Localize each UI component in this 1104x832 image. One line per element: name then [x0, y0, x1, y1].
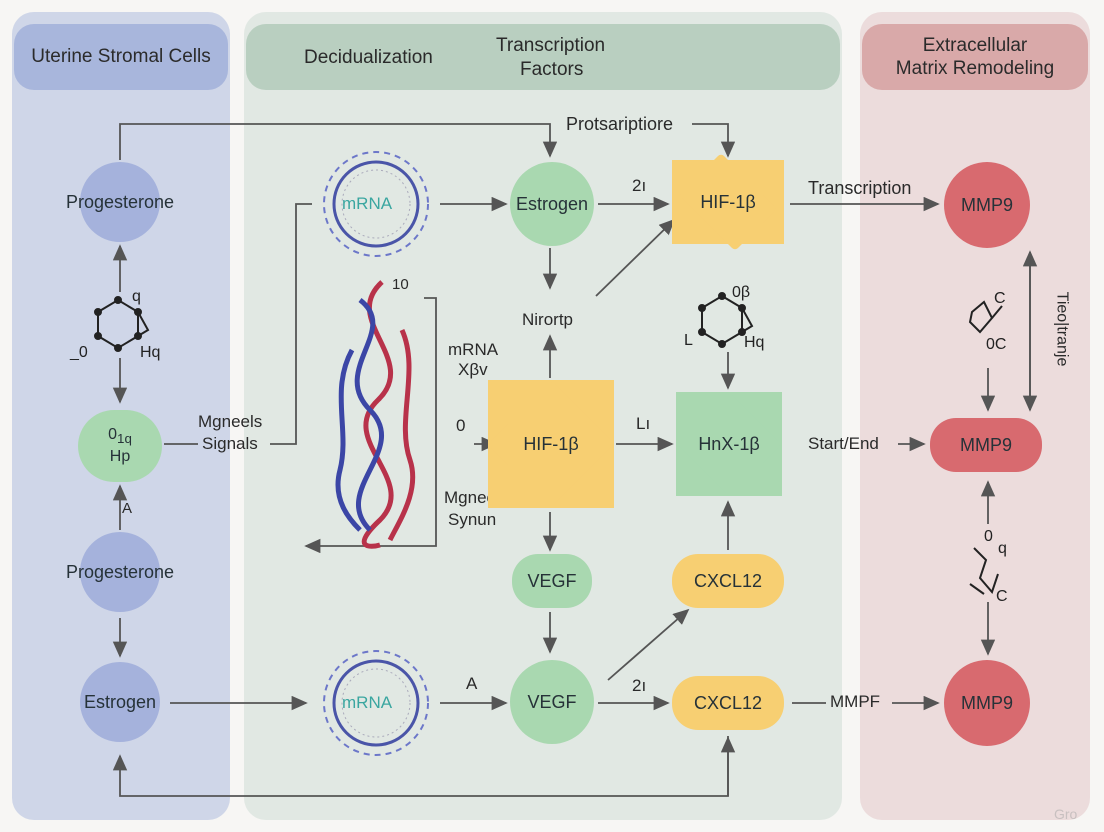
arrow-vegf-to-cxcl-up	[607, 608, 690, 681]
label-mgneels: Mgneels	[198, 412, 263, 431]
label-signals: Signals	[202, 434, 258, 453]
node-cxcl-bottom-label: CXCL12	[693, 692, 763, 713]
mol1-o: _0	[70, 344, 88, 361]
watermark: Gro	[1054, 806, 1078, 822]
node-estrogen-left[interactable]: Estrogen	[80, 662, 160, 742]
node-estrogen-left-label: Estrogen	[83, 691, 157, 712]
node-mmp9-bottom[interactable]: MMP9	[944, 660, 1030, 746]
node-vegf-circle-label: VEGF	[527, 691, 577, 712]
node-vegf-pill-label: VEGF	[527, 570, 577, 591]
node-estrogen-mid[interactable]: Estrogen	[510, 162, 594, 246]
mrna-bottom-label: mRNA	[342, 693, 393, 712]
node-hnx[interactable]: HnX-1β	[676, 392, 782, 496]
mol4-q: q	[998, 540, 1007, 557]
header-decidualization	[246, 24, 840, 90]
label-synun: Synun	[448, 510, 497, 529]
node-cxcl-pill-label: CXCL12	[693, 570, 763, 591]
header-uterine-stromal-cells: Uterine Stromal Cells	[14, 24, 228, 90]
node-mmp9-top[interactable]: MMP9	[944, 162, 1030, 248]
arrow-bottom-loop	[112, 736, 729, 797]
dna-helix	[335, 280, 416, 549]
node-hif-top-label: HIF-1β	[700, 191, 756, 212]
header-transcription-factors-line1: Transcription	[496, 35, 606, 56]
header-decidualization-text: Decidualization	[304, 47, 433, 68]
mol2-h: Hq	[744, 334, 765, 351]
molecule-right-bottom	[969, 547, 999, 595]
label-ten: 10	[392, 276, 409, 293]
node-o1q-hp[interactable]: 01q Hp	[78, 410, 162, 482]
arrow-nirortp-to-hif	[595, 218, 676, 297]
mol4-c: C	[996, 588, 1008, 605]
molecule-right-top	[968, 300, 1003, 334]
node-o1q-zero: 0	[108, 425, 118, 443]
mrna-top-label: mRNA	[342, 194, 393, 213]
header-transcription-factors-line2: Factors	[520, 59, 584, 80]
node-o1q-line2: Hp	[109, 448, 131, 466]
mol4-o: 0	[984, 528, 993, 545]
node-mmp9-mid[interactable]: MMP9	[930, 418, 1042, 472]
node-hif-top[interactable]: HIF-1β	[672, 160, 784, 244]
node-progesterone-top-label: Progesterone	[65, 191, 175, 212]
molecule-mid	[698, 292, 754, 348]
node-o1q-sub: 1q	[117, 431, 132, 447]
arrow-top-loop	[119, 123, 558, 160]
node-vegf-pill[interactable]: VEGF	[512, 554, 592, 608]
header-extracellular-matrix: Extracellular Matrix Remodeling	[862, 24, 1088, 90]
node-mmp9-top-label: MMP9	[960, 194, 1013, 215]
label-start-end: Start/End	[808, 434, 879, 453]
label-nirortp: Nirortp	[522, 310, 574, 329]
node-o1q-line1: 01q	[108, 426, 132, 448]
label-mmpf: MMPF	[830, 692, 881, 711]
mrna-ring-top	[323, 151, 429, 257]
node-cxcl-bottom[interactable]: CXCL12	[672, 676, 784, 730]
node-estrogen-mid-label: Estrogen	[515, 193, 589, 214]
mol3-oc: 0C	[986, 336, 1007, 353]
node-cxcl-pill[interactable]: CXCL12	[672, 554, 784, 608]
node-progesterone-top[interactable]: Progesterone	[66, 162, 174, 242]
mrna-ring-bottom	[323, 650, 429, 756]
label-two-top: 2ı	[632, 176, 647, 195]
header-right-line1: Extracellular	[922, 35, 1028, 56]
node-mmp9-mid-label: MMP9	[959, 434, 1012, 455]
label-protsariptiore: Protsariptiore	[566, 114, 674, 134]
label-transcription: Transcription	[808, 178, 912, 198]
label-xbv: Xβv	[458, 360, 488, 379]
header-left-text: Uterine Stromal Cells	[31, 46, 211, 67]
label-zero-mid: 0	[456, 416, 466, 435]
node-hif-mid-label: HIF-1β	[523, 433, 579, 454]
label-two-bottom: 2ı	[632, 676, 647, 695]
label-a-left: A	[122, 500, 133, 517]
mol1-h: Hq	[140, 344, 161, 361]
mol2-ob: 0β	[732, 284, 751, 301]
node-mmp9-bottom-label: MMP9	[960, 692, 1013, 713]
label-l-mid: Lı	[636, 414, 651, 433]
molecule-left	[94, 296, 150, 352]
label-mrna-text: mRNA	[448, 340, 499, 359]
mol2-l: L	[684, 332, 693, 349]
arrow-signals-to-dna	[270, 203, 312, 445]
label-tieo-tranje: Tieo|tranje	[1053, 291, 1071, 367]
node-progesterone-bottom-label: Progesterone	[65, 561, 175, 582]
node-vegf-circle[interactable]: VEGF	[510, 660, 594, 744]
node-hif-mid[interactable]: HIF-1β	[488, 380, 614, 508]
header-right-line2: Matrix Remodeling	[895, 58, 1055, 79]
mol3-c: C	[994, 290, 1006, 307]
arrow-protsariptiore	[692, 123, 736, 158]
mol1-q: q	[132, 288, 141, 305]
node-progesterone-bottom[interactable]: Progesterone	[66, 532, 174, 612]
label-a-bottom: A	[466, 674, 478, 693]
node-hnx-label: HnX-1β	[698, 433, 760, 454]
